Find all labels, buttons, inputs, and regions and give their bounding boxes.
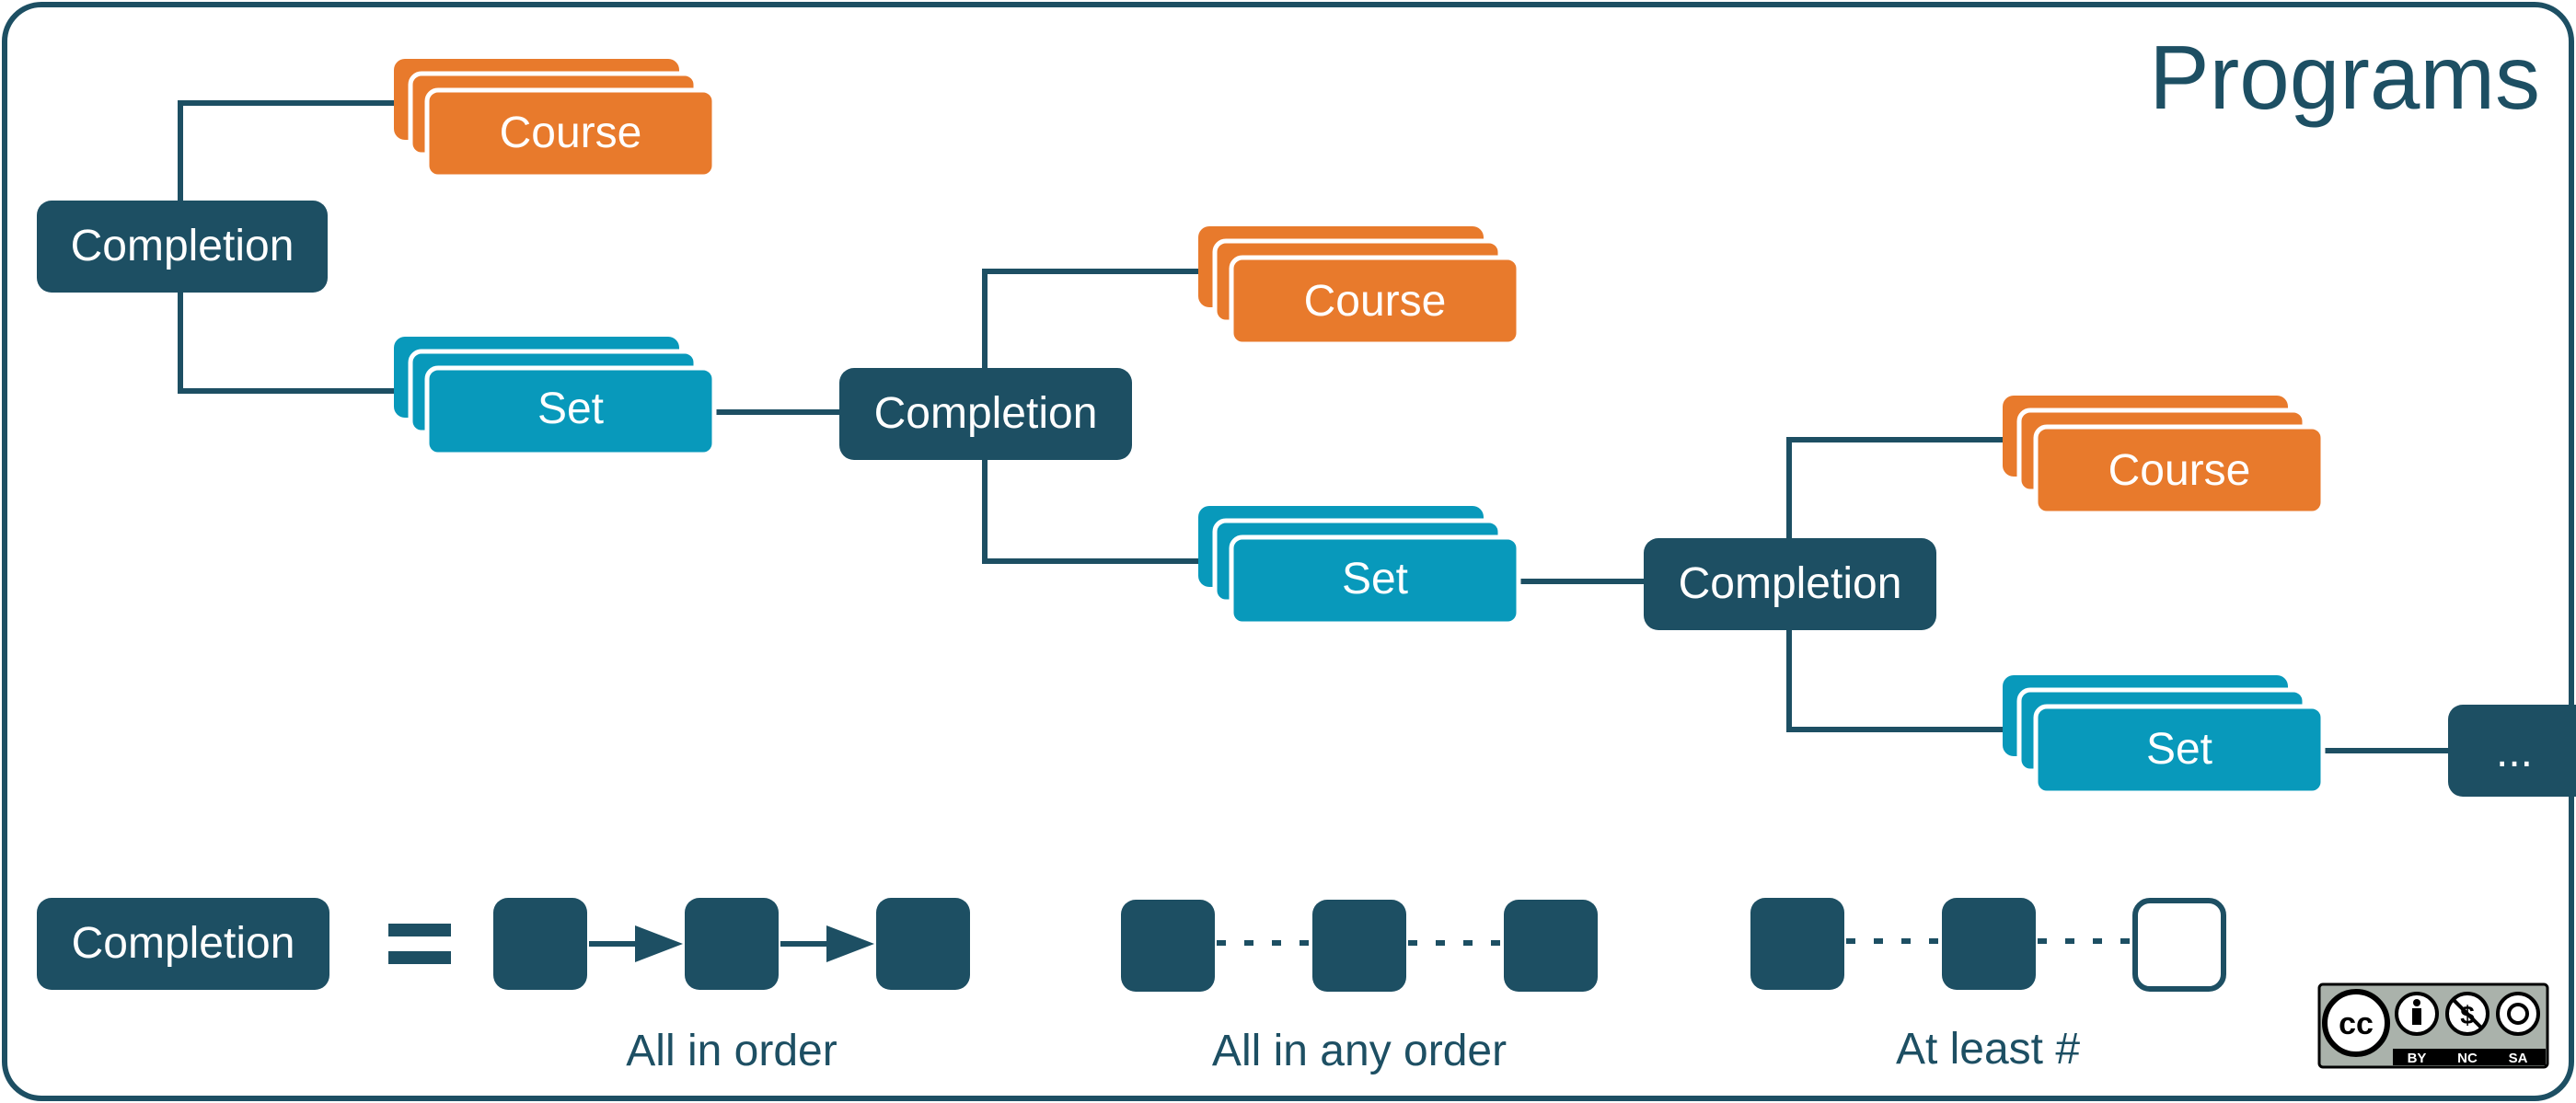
course-stack-2: Course	[1198, 226, 1521, 347]
legend-caption-all-in-any-order: All in any order	[1212, 1027, 1507, 1075]
completion-node-1-label: Completion	[71, 222, 295, 270]
legend-group-all-in-any-order: All in any order	[1121, 900, 1598, 1075]
set-stack-2: Set	[1198, 506, 1521, 626]
legend-box	[1121, 900, 1215, 992]
set-stack-1: Set	[394, 337, 717, 457]
legend-caption-all-in-order: All in order	[626, 1027, 837, 1075]
page-title: Programs	[2149, 27, 2540, 128]
legend-box	[493, 898, 587, 990]
legend-box	[1312, 900, 1406, 992]
legend: Completion All in order All in any order	[37, 898, 2226, 1075]
license-part-sa: SA	[2509, 1051, 2528, 1066]
legend-box	[1942, 898, 2036, 990]
tree-connectors	[178, 100, 2448, 753]
course-stack-1-label: Course	[500, 109, 642, 157]
legend-group-at-least: At least #	[1750, 898, 2226, 1074]
cc-icon	[2322, 989, 2390, 1057]
completion-node-2-label: Completion	[874, 389, 1098, 438]
legend-box-outline	[2132, 898, 2226, 992]
completion-node-1: Completion	[37, 201, 328, 293]
sharealike-icon	[2496, 992, 2540, 1036]
legend-completion-label: Completion	[72, 919, 295, 968]
legend-completion: Completion	[37, 898, 329, 990]
license-part-by: BY	[2408, 1051, 2427, 1066]
course-stack-2-label: Course	[1304, 277, 1447, 326]
cc-label: cc	[2339, 1006, 2374, 1041]
legend-caption-at-least: At least #	[1896, 1025, 2080, 1074]
legend-box	[685, 898, 779, 990]
equals-sign	[388, 924, 451, 964]
set-stack-3: Set	[2003, 675, 2326, 796]
course-stack-1: Course	[394, 59, 717, 179]
arrow-right-icon	[826, 925, 874, 962]
legend-box	[1750, 898, 1844, 990]
course-stack-3: Course	[2003, 396, 2326, 516]
completion-node-2: Completion	[839, 368, 1132, 460]
license-part-nc: NC	[2457, 1051, 2478, 1066]
continuation-node-label: ...	[2496, 728, 2533, 776]
cc-license-badge: cc $ BY NC SA	[2317, 982, 2549, 1069]
continuation-node: ...	[2448, 705, 2576, 797]
legend-box	[1504, 900, 1598, 992]
set-stack-3-label: Set	[2146, 725, 2212, 774]
legend-box	[876, 898, 970, 990]
set-stack-2-label: Set	[1342, 555, 1408, 603]
course-stack-3-label: Course	[2108, 446, 2251, 495]
arrow-right-icon	[635, 925, 683, 962]
completion-node-3: Completion	[1644, 538, 1936, 630]
legend-group-all-in-order: All in order	[493, 898, 970, 1075]
set-stack-1-label: Set	[537, 385, 604, 433]
completion-node-3-label: Completion	[1679, 559, 1902, 608]
